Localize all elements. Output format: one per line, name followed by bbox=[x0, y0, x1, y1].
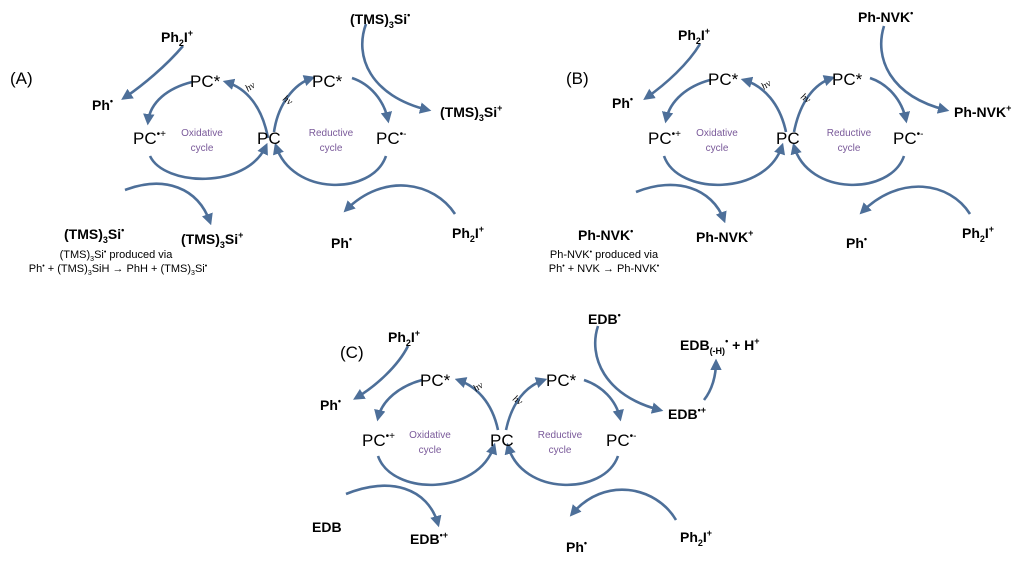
panel-b-note-line-2: Ph• + NVK → Ph-NVK• bbox=[549, 263, 660, 275]
panel-c-iodonium-top: Ph2I+ bbox=[388, 328, 420, 348]
panel-b-pc: PC bbox=[776, 129, 800, 148]
panel-b-phenyl-radical-top: Ph• bbox=[612, 94, 633, 111]
panel-c-deprotonation-arrow bbox=[702, 358, 722, 401]
panel-c: (C) PC PC* PC* PC•+ PC•- hv hv Oxidative… bbox=[312, 310, 760, 555]
panel-b-reductive-return-arrow bbox=[790, 142, 906, 187]
panel-b-nvk-cation-right: Ph-NVK+ bbox=[954, 103, 1011, 120]
panel-a-tms-cation-bottom: (TMS)3Si+ bbox=[181, 230, 243, 250]
panel-b-excitation-arrow-red bbox=[792, 75, 836, 133]
panel-b-pc-oxidized: PC•+ bbox=[648, 129, 681, 148]
panel-c-pcstar-to-pcminus-arrow bbox=[583, 378, 624, 422]
panel-a-pc-star-ox: PC* bbox=[190, 72, 221, 91]
panel-c-hv-ox: hv bbox=[471, 380, 486, 395]
panel-c-phenyl-radical-top: Ph• bbox=[320, 396, 341, 413]
panel-a-iodonium-arrow bbox=[121, 45, 184, 100]
panel-b-reductive-label-1: Reductive bbox=[827, 128, 872, 139]
panel-a-note-line-2: Ph• + (TMS)3SiH → PhH + (TMS)3Si• bbox=[29, 263, 208, 277]
panel-b-nvk-cation-bottom: Ph-NVK+ bbox=[696, 228, 753, 245]
panel-c-oxidative-label-1: Oxidative bbox=[409, 430, 451, 441]
panel-c-excitation-arrow-red bbox=[504, 377, 548, 431]
panel-b-nvk-radical-arrow bbox=[879, 25, 950, 114]
panel-b-oxidative-label-1: Oxidative bbox=[696, 128, 738, 139]
panel-c-oxidative-return-arrow bbox=[376, 442, 497, 487]
panel-a-iodonium-top: Ph2I+ bbox=[161, 28, 193, 48]
panel-b-label: (B) bbox=[566, 69, 589, 88]
panel-a-donor-oxidation-arrow bbox=[124, 182, 213, 226]
panel-a-reductive-return-arrow bbox=[273, 142, 388, 187]
panel-a-oxidative-label-2: cycle bbox=[191, 143, 214, 154]
panel-c-label: (C) bbox=[340, 343, 364, 362]
panel-b-reductive-label-2: cycle bbox=[838, 143, 861, 154]
panel-c-pcstar-to-pcplus-arrow bbox=[374, 378, 423, 422]
panel-a-reductive-label-1: Reductive bbox=[309, 128, 354, 139]
panel-c-edb-top: EDB• bbox=[588, 310, 621, 327]
panel-a-reductive-label-2: cycle bbox=[320, 143, 343, 154]
panel-b: (B) PC PC* PC* PC•+ PC•- hv hv Oxidative… bbox=[549, 8, 1012, 275]
panel-b-nvk-radical-bottom: Ph-NVK• bbox=[578, 226, 633, 243]
panel-a-oxidative-label-1: Oxidative bbox=[181, 128, 223, 139]
panel-b-donor-oxidation-arrow bbox=[635, 183, 727, 224]
panel-b-excitation-arrow-ox bbox=[740, 76, 788, 133]
panel-b-iodonium-reduction-arrow bbox=[859, 185, 972, 215]
panel-b-iodonium-bottom: Ph2I+ bbox=[962, 224, 994, 244]
panel-a-note-line-1: (TMS)3Si• produced via bbox=[60, 249, 174, 263]
panel-c-reductive-label-1: Reductive bbox=[538, 430, 583, 441]
panel-c-pc-reduced: PC•- bbox=[606, 431, 636, 450]
panel-c-donor-oxidation-arrow bbox=[345, 484, 442, 528]
panel-b-iodonium-top: Ph2I+ bbox=[678, 26, 710, 46]
panel-a-tms-radical-bottom: (TMS)3Si• bbox=[64, 225, 124, 245]
panel-b-pc-star-red: PC* bbox=[832, 70, 863, 89]
panel-a-iodonium-bottom: Ph2I+ bbox=[452, 224, 484, 244]
panel-c-oxidative-label-2: cycle bbox=[419, 445, 442, 456]
panel-b-oxidative-return-arrow bbox=[662, 142, 785, 187]
panel-a-pc-star-red: PC* bbox=[312, 72, 343, 91]
panel-a-pc-reduced: PC•- bbox=[376, 129, 406, 148]
panel-a-pc-oxidized: PC•+ bbox=[133, 129, 166, 148]
panel-a-pc: PC bbox=[257, 129, 281, 148]
panel-a-pcstar-to-pcplus-arrow bbox=[143, 80, 193, 126]
panel-a-phenyl-radical-bottom: Ph• bbox=[331, 234, 352, 251]
panel-a-tms-radical-top: (TMS)3Si• bbox=[350, 10, 410, 30]
panel-c-reductive-label-2: cycle bbox=[549, 445, 572, 456]
panel-c-phenyl-radical-bottom: Ph• bbox=[566, 538, 587, 555]
panel-c-deprotonated-radical: EDB(-H)• + H+ bbox=[680, 336, 760, 356]
panel-b-note-line-1: Ph-NVK• produced via bbox=[550, 249, 659, 261]
panel-a-iodonium-reduction-arrow bbox=[343, 184, 457, 215]
panel-a-oxidative-return-arrow bbox=[148, 142, 268, 181]
panel-c-pc-star-red: PC* bbox=[546, 371, 577, 390]
panel-b-iodonium-arrow bbox=[643, 43, 702, 100]
panel-c-edb-bottom: EDB bbox=[312, 519, 342, 535]
panel-a-excitation-arrow-ox bbox=[222, 78, 270, 139]
panel-b-pcstar-to-pcminus-arrow bbox=[869, 76, 911, 124]
panel-a-tms-cation-right: (TMS)3Si+ bbox=[440, 103, 502, 123]
panel-c-pc-oxidized: PC•+ bbox=[362, 431, 395, 450]
panel-b-pc-reduced: PC•- bbox=[893, 129, 923, 148]
panel-a: (A) PC PC* PC* PC•+ PC•- hv hv Oxidative… bbox=[10, 10, 502, 277]
panel-c-reductive-return-arrow bbox=[504, 442, 620, 487]
panel-b-phenyl-radical-bottom: Ph• bbox=[846, 234, 867, 251]
panel-c-excitation-arrow-ox bbox=[454, 377, 500, 431]
panel-c-edb-arrow bbox=[593, 325, 664, 414]
panel-c-pc-star-ox: PC* bbox=[420, 371, 451, 390]
panel-b-pcstar-to-pcplus-arrow bbox=[661, 78, 711, 124]
panel-c-iodonium-arrow bbox=[353, 345, 410, 400]
panel-b-nvk-radical-top: Ph-NVK• bbox=[858, 8, 913, 25]
panel-c-edb-cation-right: EDB•+ bbox=[668, 405, 706, 422]
panel-a-excitation-arrow-red bbox=[272, 75, 316, 133]
panel-c-iodonium-bottom: Ph2I+ bbox=[680, 528, 712, 548]
panel-a-tms-radical-arrow bbox=[361, 23, 432, 114]
panel-c-edb-cation-bottom: EDB•+ bbox=[410, 530, 448, 547]
panel-b-oxidative-label-2: cycle bbox=[706, 143, 729, 154]
panel-a-label: (A) bbox=[10, 69, 33, 88]
panel-b-pc-star-ox: PC* bbox=[708, 70, 739, 89]
panel-c-iodonium-reduction-arrow bbox=[569, 488, 678, 521]
panel-a-pcstar-to-pcminus-arrow bbox=[351, 76, 393, 124]
panel-c-pc: PC bbox=[490, 431, 514, 450]
panel-a-phenyl-radical-top: Ph• bbox=[92, 96, 113, 113]
